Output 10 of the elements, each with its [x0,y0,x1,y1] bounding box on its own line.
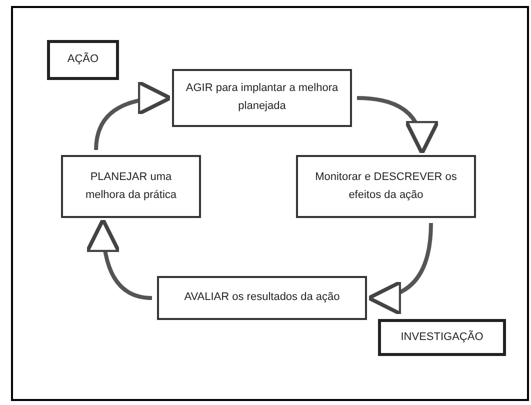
curved-arrow [366,222,433,314]
process-box: AVALIAR os resultados da ação [157,276,367,320]
label-box: AÇÃO [47,40,119,80]
process-box: PLANEJAR uma melhora da prática [61,155,201,218]
label-box: INVESTIGAÇÃO [378,319,506,356]
process-box: Monitorar e DESCREVER os efeitos da ação [296,155,476,218]
curved-arrow [94,81,172,150]
curved-arrow [356,96,438,156]
curved-arrow [86,218,152,300]
process-box: AGIR para implantar a melhora planejada [172,69,352,127]
